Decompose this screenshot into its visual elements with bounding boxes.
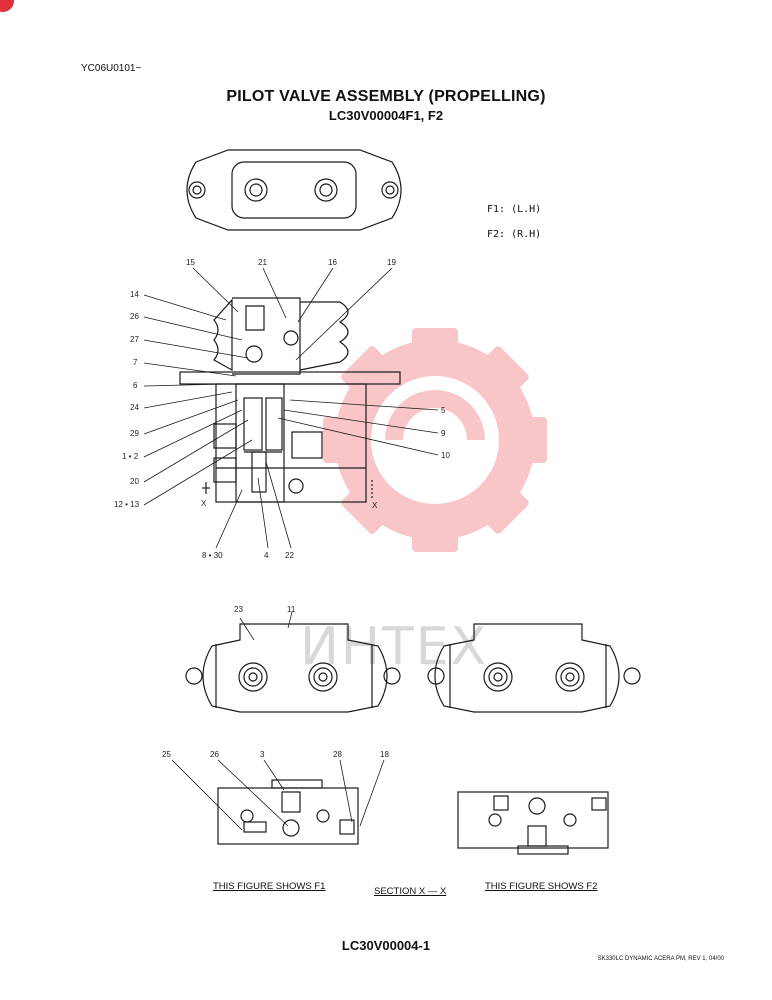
watermark-text: ИНТЕХ (300, 617, 488, 677)
section-view (179, 297, 401, 503)
caption-f2-view: THIS FIGURE SHOWS F2 (485, 881, 598, 892)
callout-27: 27 (130, 335, 139, 344)
caption-f1-view: THIS FIGURE SHOWS F1 (213, 881, 326, 892)
callout-25: 25 (162, 750, 171, 759)
callout-6: 6 (133, 381, 138, 390)
f2-bottom-section (457, 791, 609, 855)
serial-range: YC06U0101~ (81, 63, 142, 74)
footer-note: SK330LC DYNAMIC ACERA PM, REV 1, 04/00 (597, 956, 724, 962)
callout-24: 24 (130, 403, 139, 412)
callout-23: 23 (234, 605, 243, 614)
corner-badge (0, 0, 14, 12)
section-marker-x-right: X (372, 501, 378, 510)
section-marker-x-left: X (201, 499, 207, 508)
legend-f1: F1: (L.H) (487, 204, 542, 215)
f1-bottom-section (171, 759, 385, 845)
caption-section-x-x: SECTION X — X (374, 886, 447, 897)
page-title: PILOT VALVE ASSEMBLY (PROPELLING) (226, 88, 546, 105)
document-number: LC30V00004-1 (341, 938, 431, 953)
top-view (186, 149, 402, 231)
callout-26-lower: 26 (210, 750, 219, 759)
callout-21: 21 (258, 258, 267, 267)
callout-9: 9 (441, 429, 446, 438)
callout-5: 5 (441, 406, 446, 415)
callout-8-30: 8 • 30 (202, 551, 223, 560)
callout-15: 15 (186, 258, 195, 267)
callout-19: 19 (387, 258, 396, 267)
callout-10: 10 (441, 451, 450, 460)
callout-3: 3 (260, 750, 265, 759)
callout-12-13: 12 • 13 (114, 500, 140, 509)
f2-front-view (427, 623, 641, 713)
callout-labels: 15 21 16 19 14 26 27 7 6 24 29 1 • 2 20 … (114, 258, 450, 759)
watermark-gear-icon (323, 328, 547, 552)
legend-f2: F2: (R.H) (487, 229, 542, 240)
callout-29: 29 (130, 429, 139, 438)
callout-20: 20 (130, 477, 139, 486)
callout-1-2: 1 • 2 (122, 452, 139, 461)
callout-16: 16 (328, 258, 337, 267)
callout-7: 7 (133, 358, 138, 367)
callout-22: 22 (285, 551, 294, 560)
callout-14: 14 (130, 290, 139, 299)
f1-front-view (185, 611, 401, 713)
callout-26-upper: 26 (130, 312, 139, 321)
callout-4: 4 (264, 551, 269, 560)
callout-28: 28 (333, 750, 342, 759)
leader-lines (143, 267, 439, 549)
callout-11: 11 (287, 605, 296, 614)
part-number-subtitle: LC30V00004F1, F2 (328, 108, 444, 123)
callout-18: 18 (380, 750, 389, 759)
